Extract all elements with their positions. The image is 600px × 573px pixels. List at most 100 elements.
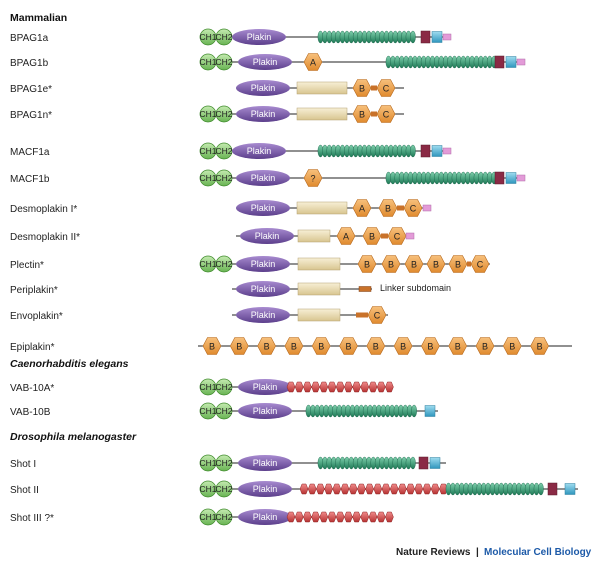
ch2-domain <box>215 402 233 420</box>
plakin-label: Plakin <box>253 382 278 392</box>
hexagon-label: A <box>310 58 316 68</box>
repeat-hexagon <box>303 53 323 71</box>
gar-domain <box>505 56 517 68</box>
section-mammalian: Mammalian <box>10 12 67 24</box>
ef-hand-domain <box>494 55 505 69</box>
repeat-hexagon <box>470 255 490 273</box>
ch2-label: CH2 <box>215 382 232 392</box>
rod-domain <box>297 308 341 322</box>
repeat-hexagon <box>284 337 304 355</box>
plakin-label: Plakin <box>251 83 276 93</box>
ch1-label: CH1 <box>199 109 216 119</box>
plakin-label: Plakin <box>247 32 272 42</box>
protein-name: Desmoplakin II* <box>10 232 80 243</box>
plakin-repeat <box>348 483 358 495</box>
hexagon-label: B <box>369 232 375 242</box>
linker-bar <box>467 261 471 267</box>
plakin-repeat <box>327 381 337 393</box>
plakin-repeat <box>324 483 333 495</box>
plakin-repeat <box>430 483 440 495</box>
plakin-repeat <box>368 381 378 393</box>
hexagon-label: C <box>374 311 381 321</box>
plakin-label: Plakin <box>253 512 278 522</box>
protein-name: Epiplakin* <box>10 342 55 353</box>
hexagon-label: B <box>385 204 391 214</box>
plakin-domain <box>236 106 290 122</box>
plakin-repeat <box>294 511 304 523</box>
ch2-label: CH2 <box>215 484 232 494</box>
hexagon-label: C <box>383 84 390 94</box>
tail-domain <box>405 232 415 240</box>
hexagon-label: B <box>509 342 515 352</box>
hexagon-label: B <box>318 342 324 352</box>
credit-separator: | <box>476 547 479 558</box>
hexagon-label: B <box>345 342 351 352</box>
hexagon-label: B <box>455 342 461 352</box>
plakin-label: Plakin <box>253 57 278 67</box>
protein-name: MACF1b <box>10 174 50 185</box>
protein-name: Periplakin* <box>10 285 58 296</box>
plakin-domain <box>238 455 292 471</box>
protein-name: BPAG1e* <box>10 84 52 95</box>
hexagon-label: B <box>433 260 439 270</box>
repeat-hexagon <box>257 337 276 355</box>
plakin-repeat <box>365 483 374 495</box>
plakin-label: Plakin <box>253 458 278 468</box>
plakin-repeat <box>373 483 383 495</box>
ch1-label: CH1 <box>199 173 216 183</box>
rod-domain <box>296 107 348 121</box>
repeat-hexagon <box>229 337 249 355</box>
ch2-domain <box>215 508 233 526</box>
plakin-repeat <box>316 483 325 495</box>
ch1-label: CH1 <box>199 57 216 67</box>
plakin-domain <box>238 509 292 525</box>
plakin-domain <box>238 54 292 70</box>
repeat-hexagon <box>357 255 377 273</box>
hexagon-label: B <box>236 342 242 352</box>
protein-name: BPAG1b <box>10 58 49 69</box>
plakin-repeat <box>389 483 399 495</box>
hexagon-label: B <box>482 342 488 352</box>
spectrin-repeat <box>411 404 417 418</box>
plakin-domain <box>238 481 292 497</box>
ch1-label: CH1 <box>199 458 216 468</box>
protein-name: BPAG1n* <box>10 110 52 121</box>
plakin-repeat <box>332 483 342 495</box>
plakin-repeat <box>352 381 361 393</box>
linker-bar <box>371 111 377 117</box>
plakin-repeat <box>319 381 329 393</box>
credit-subjournal: Molecular Cell Biology <box>484 547 592 558</box>
plakin-domain <box>232 143 286 159</box>
protein-name: Shot I <box>10 459 36 470</box>
hexagon-label: B <box>209 342 215 352</box>
ch1-label: CH1 <box>199 32 216 42</box>
hexagon-label: B <box>359 110 365 120</box>
linker-bar <box>381 233 388 239</box>
section-drosophila: Drosophila melanogaster <box>10 431 137 443</box>
hexagon-label: A <box>343 232 349 242</box>
tail-domain <box>516 174 526 182</box>
repeat-hexagon <box>404 255 424 273</box>
protein-name: BPAG1a <box>10 33 49 44</box>
rod-domain <box>297 257 341 271</box>
plakin-repeat <box>376 381 386 393</box>
hexagon-label: B <box>455 260 461 270</box>
plakin-domain <box>238 403 292 419</box>
gar-domain <box>564 483 576 495</box>
repeat-hexagon <box>530 337 549 355</box>
ch2-label: CH2 <box>215 57 232 67</box>
ch1-label: CH1 <box>199 484 216 494</box>
plakin-repeat <box>368 511 378 523</box>
repeat-hexagon <box>448 337 468 355</box>
plakin-repeat <box>398 483 407 495</box>
plakin-repeat <box>352 511 361 523</box>
tail-domain <box>422 204 432 212</box>
